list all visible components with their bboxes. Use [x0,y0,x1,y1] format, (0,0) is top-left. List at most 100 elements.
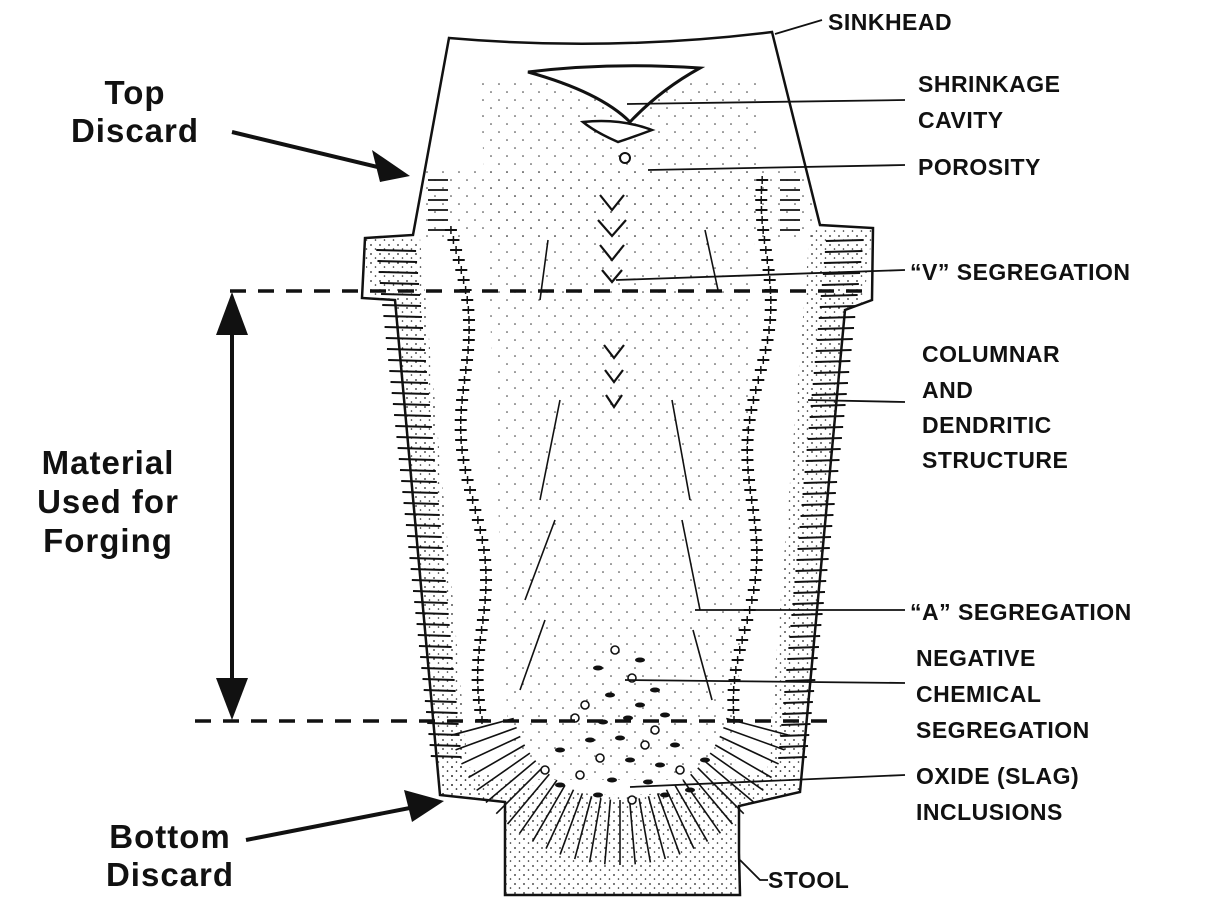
oxide-inclusion [628,796,636,804]
material-label-2: Used for [37,483,179,520]
columnar-streak [785,680,815,681]
columnar-streak [797,548,829,549]
columnar-streak [826,240,864,241]
a-segregation-label: “A” SEGREGATION [910,599,1132,625]
segregation-blob [635,658,645,663]
columnar-streak [382,305,421,306]
columnar-streak [423,679,455,680]
shrinkage-label-1: SHRINKAGE [918,71,1061,97]
columnar-streak [795,570,827,571]
bottom-discard-label-2: Discard [106,856,234,893]
columnar-streak [820,306,857,307]
oxide-inclusion [596,754,604,762]
columnar-streak [425,701,457,702]
material-label-1: Material [42,444,175,481]
columnar-streak [784,691,814,692]
columnar-streak [794,581,826,582]
columnar-streak [424,690,456,691]
columnar-streak [396,437,432,438]
left-labels: Top Discard Material Used for Forging Bo… [37,74,234,893]
columnar-streak [391,382,428,383]
sinkhead-label: SINKHEAD [828,9,952,35]
bottom-discard-arrow-head [404,790,444,822]
columnar-streak [385,327,423,328]
columnar-streak [401,481,437,482]
columnar-streak [402,492,437,493]
columnar-streak [782,713,811,714]
columnar-streak [780,735,809,736]
forging-arrow-top-head [216,292,248,335]
segregation-blob [615,736,625,741]
ingot-body [362,32,873,895]
columnar-streak [431,756,462,757]
porosity-void [620,153,630,163]
segregation-blob [625,758,635,763]
porosity-label: POROSITY [918,154,1041,180]
oxide-inclusion [676,766,684,774]
columnar-streak [778,757,807,758]
negative-label-3: SEGREGATION [916,717,1090,743]
columnar-streak [791,614,822,615]
columnar-streak [790,625,821,626]
columnar-streak [414,602,447,603]
columnar-streak [376,250,416,251]
columnar-streak [821,295,858,296]
columnar-streak [808,438,842,439]
leader-stool [740,860,768,880]
top-discard-arrow [232,132,390,170]
columnar-streak [811,405,846,406]
segregation-blob [700,758,710,763]
columnar-streak [399,459,435,460]
columnar-streak [407,536,442,537]
columnar-streak [801,515,834,516]
columnar-streak [819,317,855,318]
segregation-blob [660,713,670,718]
oxide-inclusion [581,701,589,709]
segregation-blob [593,793,603,798]
shrinkage-label-2: CAVITY [918,107,1004,133]
stool-label: STOOL [768,867,849,893]
columnar-streak [426,712,457,713]
segregation-blob [685,788,695,793]
columnar-streak [793,592,825,593]
oxide-inclusion [651,726,659,734]
columnar-streak [814,372,849,373]
columnar-streak [386,338,424,339]
oxide-inclusion [576,771,584,779]
columnar-streak [389,371,427,372]
columnar-streak [799,537,832,538]
segregation-blob [635,703,645,708]
columnar-streak [815,361,851,362]
oxide-inclusion [611,646,619,654]
columnar-streak [810,416,845,417]
columnar-streak [807,449,841,450]
columnar-streak [394,415,431,416]
columnar-streak [427,723,458,724]
columnar-streak [381,294,420,295]
columnar-streak [409,558,443,559]
oxide-inclusion [641,741,649,749]
columnar-streak [792,603,823,604]
segregation-blob [670,743,680,748]
columnar-streak [825,251,863,252]
bottom-discard-arrow [246,806,420,840]
columnar-streak [379,272,418,273]
columnar-streak [400,470,436,471]
columnar-streak [824,262,861,263]
negative-label-2: CHEMICAL [916,681,1041,707]
columnar-streak [377,261,417,262]
oxide-label-1: OXIDE (SLAG) [916,763,1079,789]
columnar-streak [413,591,447,592]
columnar-streak [787,658,817,659]
columnar-streak [789,636,820,637]
columnar-streak [420,657,452,658]
columnar-streak [813,383,848,384]
columnar-streak [781,724,810,725]
columnar-label-1: COLUMNAR [922,341,1060,367]
columnar-streak [404,503,439,504]
columnar-streak [417,624,450,625]
columnar-streak [822,284,859,285]
columnar-streak [415,613,448,614]
